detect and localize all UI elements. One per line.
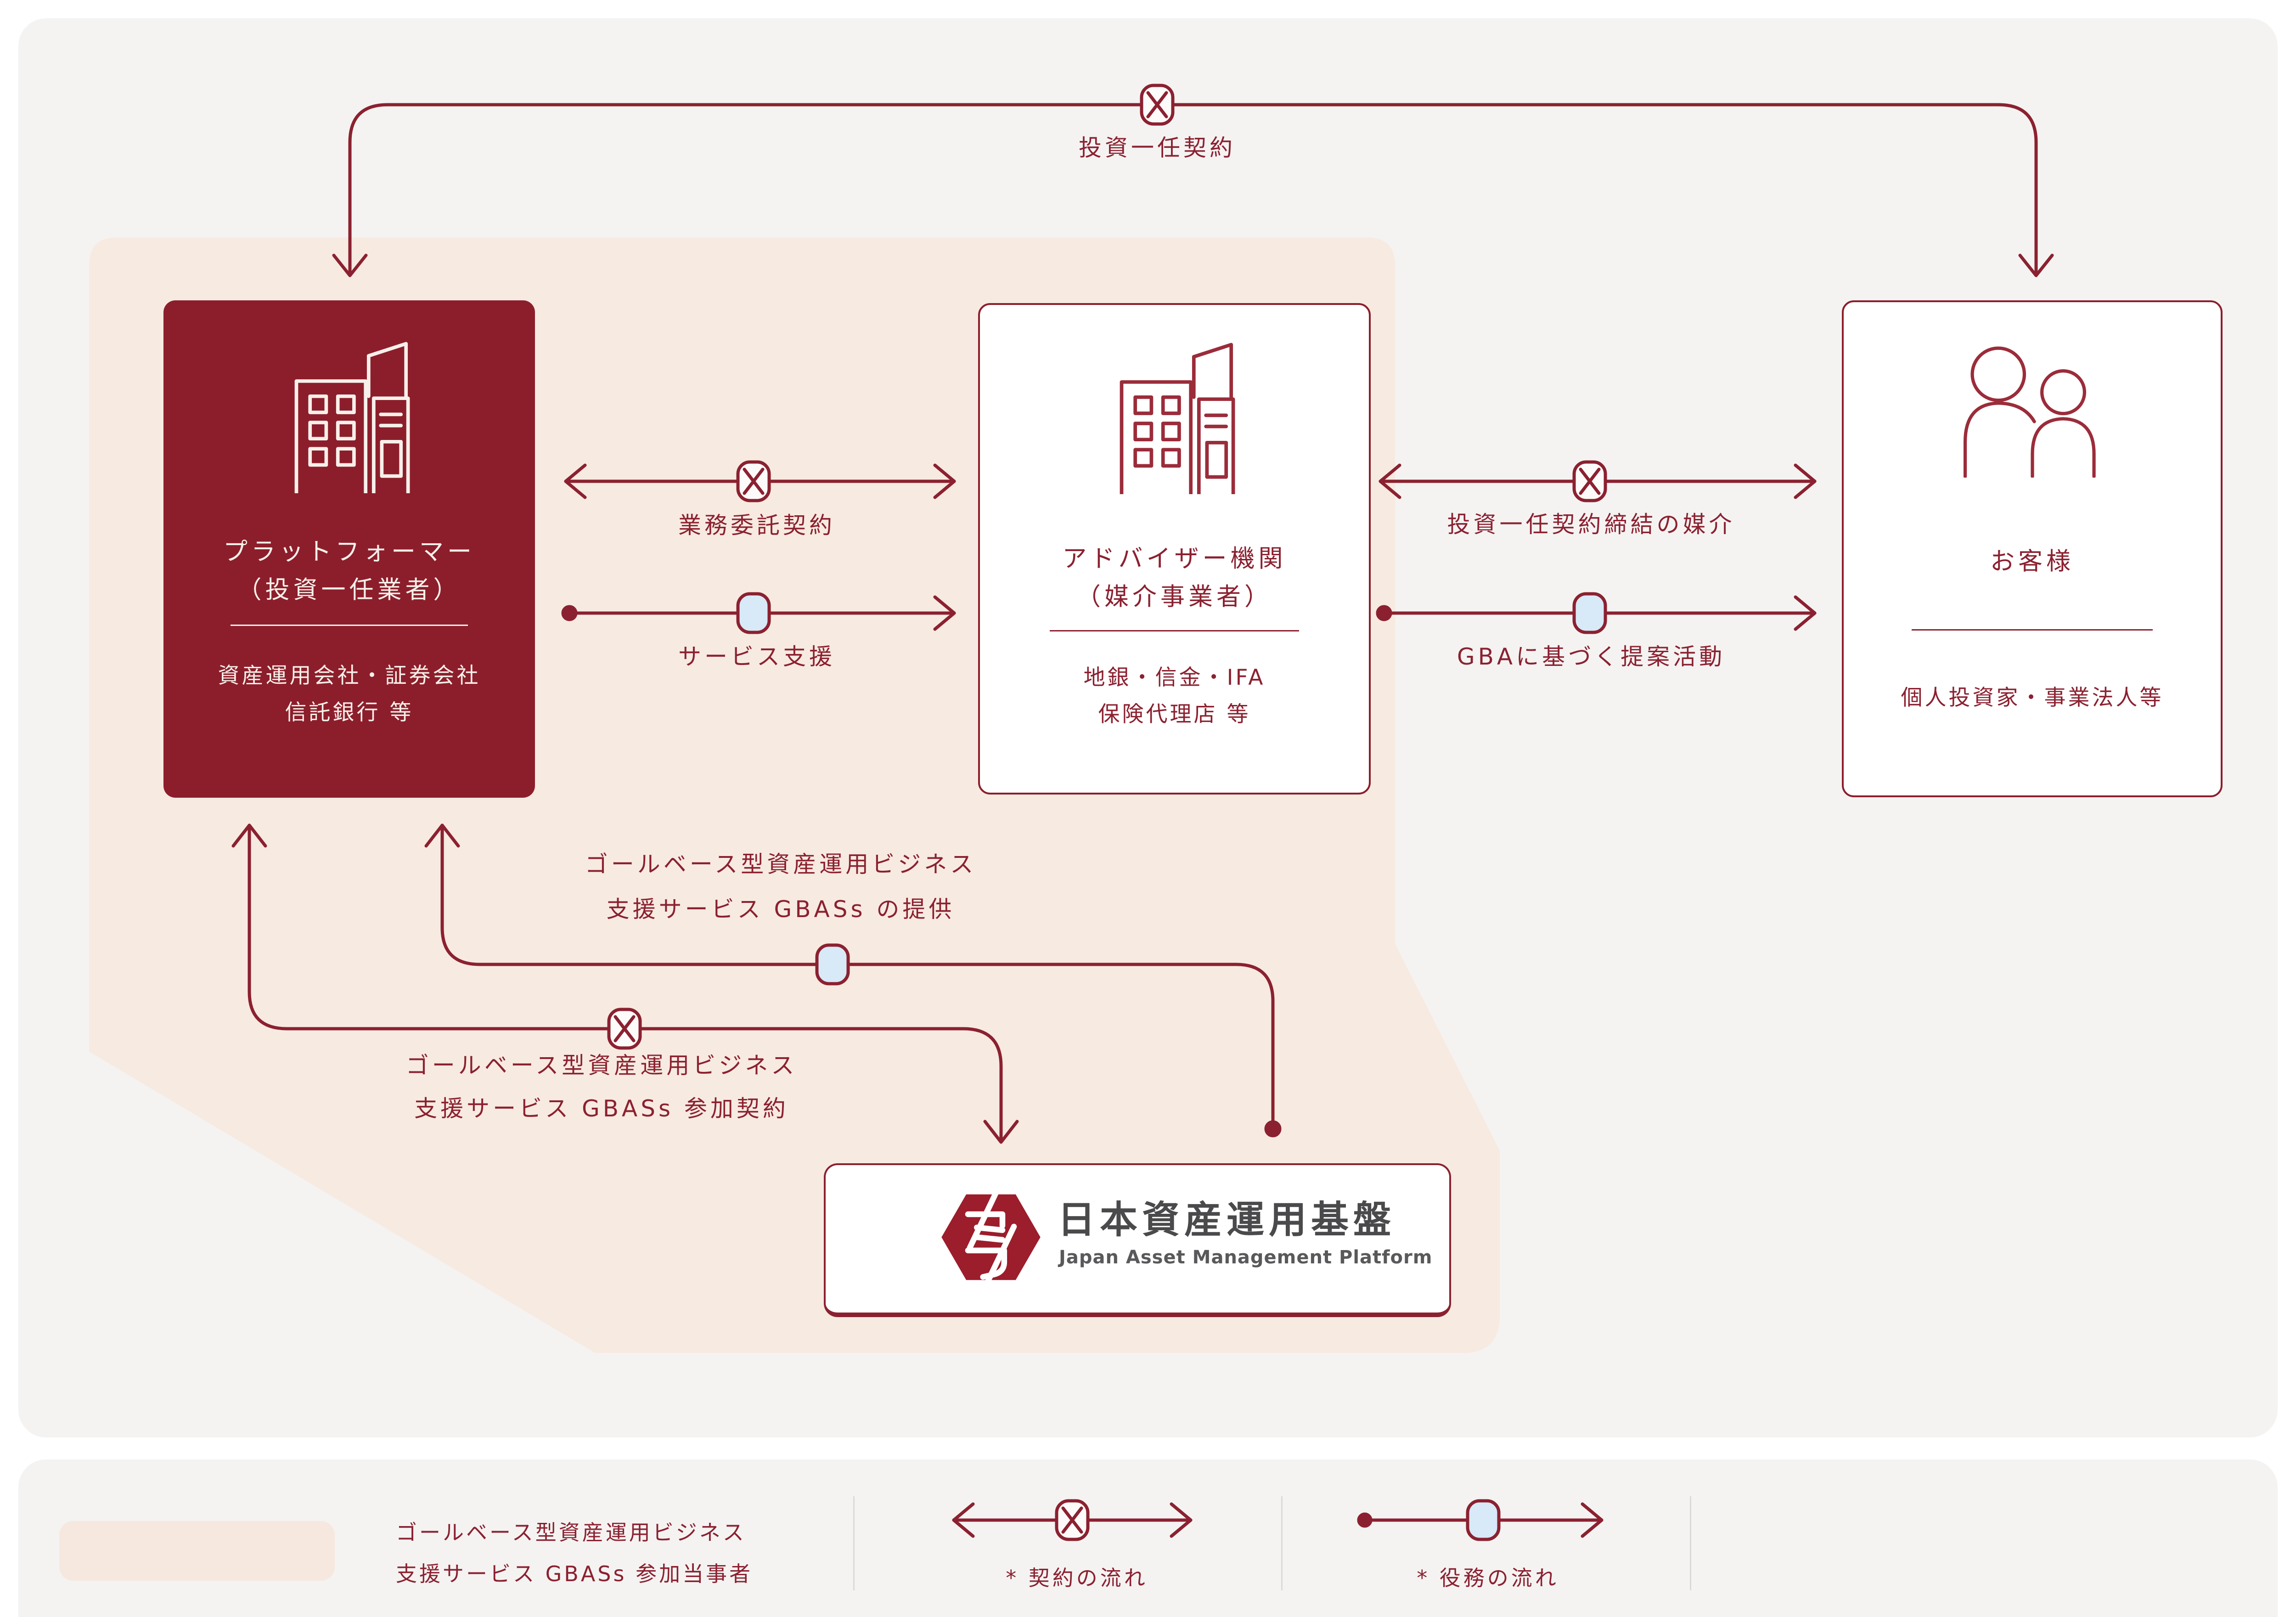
service-node-icon bbox=[1572, 592, 1607, 634]
jamp-logo-icon bbox=[941, 1189, 1041, 1285]
divider bbox=[1911, 629, 2153, 631]
building-icon bbox=[1120, 343, 1235, 494]
customer-title: お客様 bbox=[1990, 547, 2074, 575]
label-gbass-provision-1: ゴールベース型資産運用ビジネス bbox=[585, 851, 977, 878]
box-customer: お客様 個人投資家・事業法人等 bbox=[1842, 300, 2223, 797]
advisor-subtitle: （媒介事業者） bbox=[1076, 583, 1272, 611]
label-gbass-participation-1: ゴールベース型資産運用ビジネス bbox=[405, 1052, 798, 1079]
platformer-subtitle: （投資一任業者） bbox=[237, 576, 461, 604]
legend-divider bbox=[1690, 1496, 1691, 1590]
arrow-discretionary-contract bbox=[332, 103, 2054, 277]
advisor-title: アドバイザー機関 bbox=[1062, 545, 1287, 573]
jamp-box: 日本資産運用基盤 Japan Asset Management Platform bbox=[824, 1163, 1451, 1317]
legend-divider bbox=[853, 1496, 855, 1590]
label-mediation: 投資一任契約締結の媒介 bbox=[1447, 511, 1735, 538]
customer-members: 個人投資家・事業法人等 bbox=[1901, 685, 2164, 710]
divider bbox=[230, 625, 468, 626]
contract-node-icon bbox=[736, 460, 771, 502]
label-outsourcing: 業務委託契約 bbox=[678, 512, 835, 539]
label-service-support: サービス支援 bbox=[678, 643, 835, 670]
legend-contract-label: * 契約の流れ bbox=[1006, 1566, 1148, 1590]
building-icon bbox=[294, 342, 410, 493]
legend-service-arrow bbox=[1357, 1499, 1604, 1541]
legend-participant-swatch bbox=[59, 1521, 335, 1581]
legend-participant-text-1: ゴールベース型資産運用ビジネス bbox=[396, 1520, 746, 1545]
contract-node-icon bbox=[607, 1008, 642, 1050]
platformer-members-2: 信託銀行 等 bbox=[285, 700, 414, 725]
legend-divider bbox=[1281, 1496, 1283, 1590]
box-platformer: プラットフォーマー （投資一任業者） 資産運用会社・証券会社 信託銀行 等 bbox=[163, 300, 535, 798]
advisor-members-1: 地銀・信金・IFA bbox=[1083, 665, 1266, 690]
legend-participant-text-2: 支援サービス GBASs 参加当事者 bbox=[396, 1561, 753, 1586]
contract-node-icon bbox=[1140, 84, 1175, 126]
advisor-members-2: 保険代理店 等 bbox=[1098, 702, 1251, 727]
jamp-name-en: Japan Asset Management Platform bbox=[1059, 1247, 1433, 1268]
service-node-icon bbox=[815, 943, 850, 986]
people-icon bbox=[1963, 346, 2096, 478]
legend-panel bbox=[18, 1459, 2278, 1617]
jamp-name: 日本資産運用基盤 bbox=[1058, 1198, 1396, 1242]
contract-node-icon bbox=[1572, 460, 1607, 502]
arrow-gbass-provision bbox=[424, 823, 1282, 1138]
legend-contract-arrow bbox=[952, 1499, 1193, 1541]
service-node-icon bbox=[736, 592, 771, 634]
legend-service-label: * 役務の流れ bbox=[1417, 1566, 1559, 1590]
box-advisor: アドバイザー機関 （媒介事業者） 地銀・信金・IFA 保険代理店 等 bbox=[978, 303, 1371, 794]
platformer-members-1: 資産運用会社・証券会社 bbox=[218, 663, 481, 688]
label-gbass-participation-2: 支援サービス GBASs 参加契約 bbox=[414, 1095, 789, 1122]
divider bbox=[1050, 630, 1299, 631]
label-discretionary-contract: 投資一任契約 bbox=[1079, 135, 1236, 161]
label-gbass-provision-2: 支援サービス GBASs の提供 bbox=[606, 896, 955, 923]
platformer-title: プラットフォーマー bbox=[223, 538, 475, 566]
label-gba-proposal: GBAに基づく提案活動 bbox=[1457, 643, 1726, 670]
